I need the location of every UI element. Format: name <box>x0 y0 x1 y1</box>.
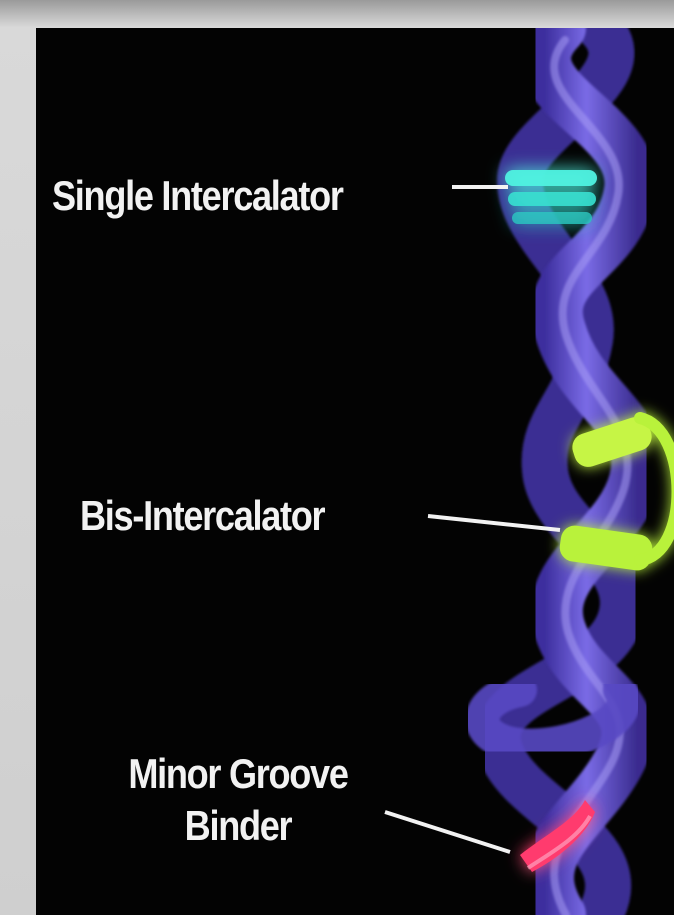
label-bis-intercalator: Bis-Intercalator <box>80 490 324 542</box>
label-single-intercalator: Single Intercalator <box>52 170 343 222</box>
label-minor-groove-binder: Minor Groove Binder <box>100 748 375 852</box>
single-intercalator-molecule <box>505 170 597 224</box>
label-minor-groove-binder-line2: Binder <box>100 800 375 852</box>
label-minor-groove-binder-line1: Minor Groove <box>100 748 375 800</box>
